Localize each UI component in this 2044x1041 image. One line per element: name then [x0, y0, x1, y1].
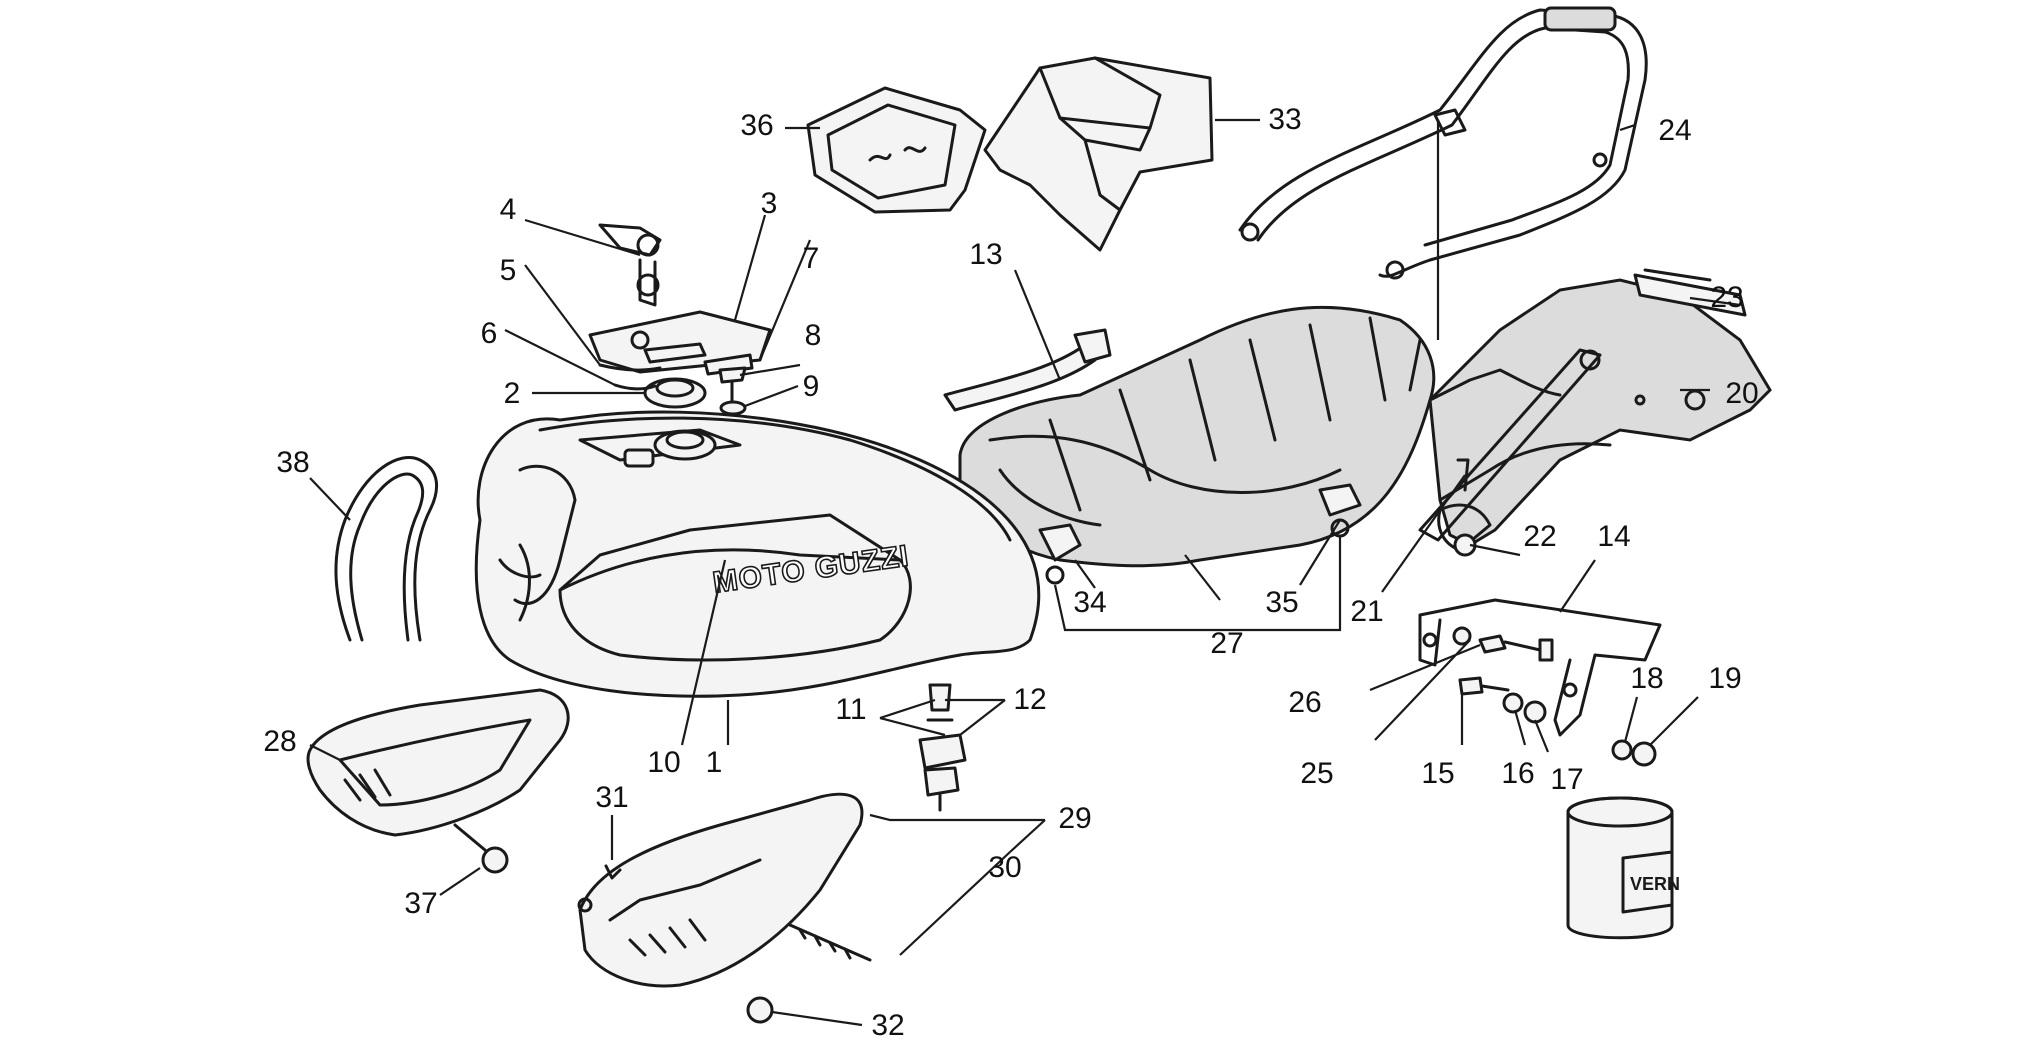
part-36-plate-frame: [806, 86, 987, 214]
part-1-fuel-tank: MOTO GUZZI: [474, 410, 1041, 698]
leader-lines: [309, 118, 1741, 1027]
callout-16: 16: [1501, 757, 1534, 790]
callout-19: 19: [1708, 662, 1741, 695]
callout-36: 36: [740, 109, 773, 142]
callout-32: 32: [871, 1009, 904, 1041]
part-18-washer: [1611, 739, 1633, 761]
part-30-strip: [788, 923, 872, 962]
callout-24: 24: [1658, 114, 1691, 147]
callout-11: 11: [835, 693, 866, 726]
part-21-rubber-strip: [1418, 348, 1602, 552]
callout-34: 34: [1073, 586, 1106, 619]
part-3-tank-cover: [588, 310, 772, 374]
callout-21: 21: [1350, 595, 1383, 628]
callout-5: 5: [500, 254, 517, 287]
part-38-tank-rubber: [334, 456, 439, 642]
callout-7: 7: [803, 242, 820, 275]
part-25-washer: [1452, 626, 1472, 646]
part-21-screw: [1456, 458, 1470, 492]
part-8-screw: [718, 366, 747, 404]
callout-28: 28: [263, 725, 296, 758]
part-31-clip: [604, 864, 622, 880]
callout-10: 10: [647, 746, 680, 779]
callout-22: 22: [1523, 520, 1556, 553]
callout-37: 37: [404, 887, 437, 920]
callout-31: 31: [595, 781, 628, 814]
part-11-fuel-tap: [918, 683, 967, 812]
callout-4: 4: [500, 193, 517, 226]
part-28-side-panel: [306, 688, 570, 837]
part-17-nut: [1523, 700, 1547, 724]
part-6-gasket: [613, 383, 657, 391]
callout-30: 30: [988, 851, 1021, 884]
callout-35: 35: [1265, 586, 1298, 619]
callout-15: 15: [1421, 757, 1454, 790]
part-27-seat: [958, 305, 1436, 568]
callout-14: 14: [1597, 520, 1630, 553]
callout-26: 26: [1288, 686, 1321, 719]
part-34-bracket: [1038, 523, 1082, 562]
callout-38: 38: [276, 446, 309, 479]
callout-33: 33: [1268, 103, 1301, 136]
callout-18: 18: [1630, 662, 1663, 695]
part-16-washer: [1502, 692, 1524, 714]
callout-29: 29: [1058, 802, 1091, 835]
part-29-side-panel: [577, 792, 864, 988]
part-24-grab-rail: [1238, 6, 1648, 280]
part-20-tail-body: [1428, 273, 1772, 547]
callout-9: 9: [803, 370, 820, 403]
part-9-washer: [719, 400, 747, 416]
callout-17: 17: [1550, 763, 1583, 796]
callout-27: 27: [1210, 627, 1243, 660]
part-35-bracket: [1318, 483, 1362, 517]
callout-1: 1: [706, 746, 723, 779]
callout-8: 8: [805, 319, 822, 352]
part-5-gasket: [598, 363, 662, 372]
callout-23: 23: [1710, 281, 1743, 314]
callout-13: 13: [969, 238, 1002, 271]
part-2-filler-cap: [643, 377, 707, 409]
callout-6: 6: [481, 317, 498, 350]
part-33-tail-cover: [983, 56, 1214, 252]
part-23-emblem: [1643, 268, 1712, 282]
seat-nut-left: [1045, 565, 1065, 585]
callout-20: 20: [1725, 377, 1758, 410]
paint-can: VERN: [1566, 796, 1680, 940]
paint-can-label: VERN: [1630, 874, 1680, 894]
part-37-nut: [481, 846, 509, 874]
part-32-grommet: [746, 996, 774, 1024]
part-37-stud: [453, 823, 487, 852]
callout-12: 12: [1013, 683, 1046, 716]
part-14-bracket: [1418, 598, 1662, 737]
callout-numbers: 1 2 3 4 5 6 7 8 9 10 11 12 13 14 15 16 1…: [263, 103, 1758, 1041]
part-4-key-lock: [598, 223, 662, 307]
callout-3: 3: [761, 187, 778, 220]
part-15-bolt: [1458, 676, 1510, 696]
callout-25: 25: [1300, 757, 1333, 790]
part-13-strap: [943, 328, 1112, 412]
part-26-bolt: [1478, 634, 1554, 662]
callout-2: 2: [504, 377, 521, 410]
part-19-nut: [1631, 741, 1657, 767]
